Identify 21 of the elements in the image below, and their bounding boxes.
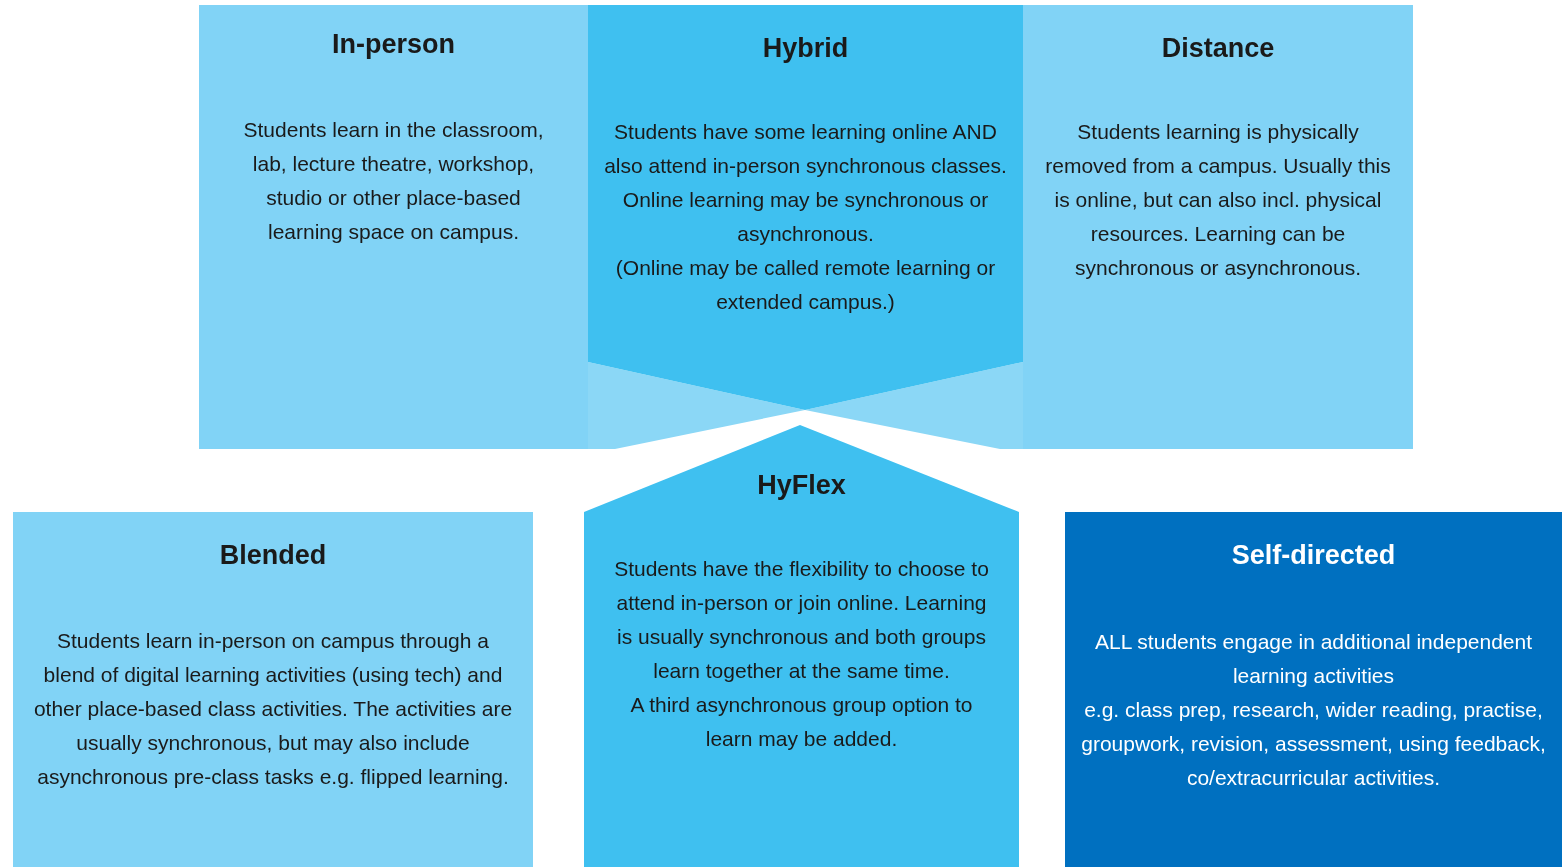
- description-text: Students have some learning online AND also attend in-person synchronous classes.: [603, 119, 1008, 179]
- panel-heading: In-person: [331, 29, 456, 60]
- category-panel: [199, 5, 588, 449]
- description-text: e.g. class prep, research, wider reading, practise, groupwork, revision, assessment, using feedback, co/extracurricular activities.: [1080, 697, 1547, 791]
- panel-heading: Hybrid: [761, 33, 850, 64]
- description-text: A third asynchronous group option to learn may be added.: [629, 692, 974, 752]
- panel-heading: Self-directed: [1230, 540, 1397, 571]
- panel-heading: Distance: [1160, 33, 1276, 64]
- pentagon-panel: [584, 425, 1019, 867]
- description-text: Students learn in the classroom, lab, lecture theatre, workshop, studio or other place-based learning space on campus.: [242, 117, 545, 245]
- panel-heading: Blended: [218, 540, 328, 571]
- category-panel: [13, 512, 533, 867]
- description-text: (Online may be called remote learning or extended campus.): [614, 255, 997, 315]
- category-panel: [1023, 5, 1413, 449]
- description-text: Students learning is physically removed from a campus. Usually this is online, but can also incl. physical resources. Learning can be synchronous or asynchronous.: [1044, 119, 1392, 281]
- category-panel: [1065, 512, 1562, 867]
- pentagon-panel: [588, 5, 1023, 410]
- panel-heading: HyFlex: [756, 470, 847, 501]
- description-text: Students learn in-person on campus through a blend of digital learning activities (using tech) and other place-based class activities. The activities are usually synchronous, but may also include asynchronous pre-class tasks e.g. flipped learning.: [33, 628, 513, 790]
- description-text: Online learning may be synchronous or asynchronous.: [621, 187, 990, 247]
- description-text: Students have the flexibility to choose to attend in-person or join online. Learning is usually synchronous and both groups learn together at the same time.: [613, 556, 990, 684]
